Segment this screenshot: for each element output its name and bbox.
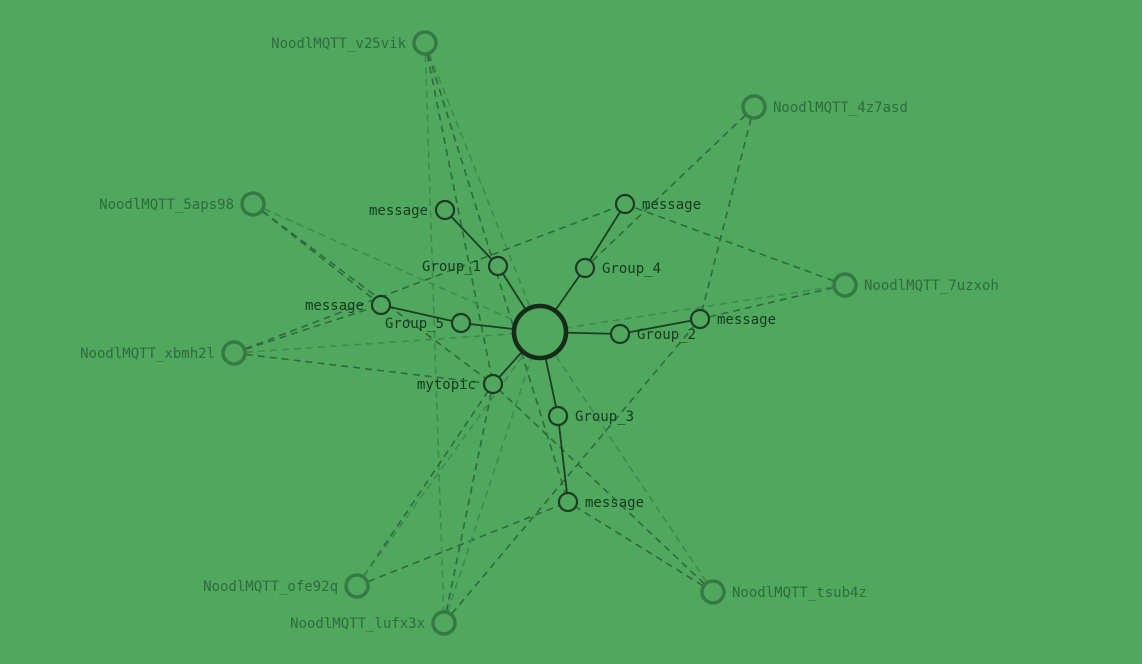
topic-t6-node[interactable] [482, 373, 504, 395]
dashed-edge-c8-root [443, 331, 541, 624]
group-g2-node[interactable] [609, 323, 631, 345]
client-c4-label: NoodlMQTT_7uzxoh [864, 278, 999, 294]
dashed-edge-c8-t3 [443, 318, 701, 624]
topic-t3-node[interactable] [689, 308, 711, 330]
client-c7-label: NoodlMQTT_tsub4z [732, 585, 867, 601]
dashed-edge-c4-root [539, 284, 846, 333]
client-c6-node[interactable] [344, 573, 370, 599]
topic-t4-node[interactable] [370, 294, 392, 316]
solid-edge-g5-t4 [380, 304, 462, 324]
client-c3-node[interactable] [240, 191, 266, 217]
client-c8-node[interactable] [431, 610, 457, 636]
dashed-edge-c6-t6 [356, 383, 494, 587]
graph-labels: Group_1Group_2Group_3Group_4Group_5messa… [80, 36, 999, 632]
dashed-edge-c5-t6 [233, 352, 494, 385]
group-g4-label: Group_4 [602, 261, 661, 277]
dashed-edge-c8-t6 [443, 383, 494, 624]
dashed-edge-c2-t3 [699, 106, 755, 320]
topic-t2-label: message [642, 197, 701, 213]
group-g3-label: Group_3 [575, 409, 634, 425]
solid-edge-g1-t1 [444, 209, 499, 267]
dashed-edge-c1-t6 [424, 42, 494, 385]
dashed-edge-c5-t4 [233, 304, 382, 354]
client-c3-label: NoodlMQTT_5aps98 [99, 197, 234, 213]
group-g5-node[interactable] [450, 312, 472, 334]
topic-t2-node[interactable] [614, 193, 636, 215]
dashed-edge-c7-root [539, 331, 714, 593]
group-g1-node[interactable] [487, 255, 509, 277]
graph-edges [233, 42, 846, 624]
client-c6-label: NoodlMQTT_ofe92q [203, 579, 338, 595]
dashed-edge-c6-root [356, 331, 541, 587]
topic-t1-label: message [369, 203, 428, 219]
group-g4-node[interactable] [574, 257, 596, 279]
client-c5-node[interactable] [221, 340, 247, 366]
dashed-edge-c5-t2 [233, 203, 626, 354]
client-c4-node[interactable] [832, 272, 858, 298]
topic-t5-label: message [585, 495, 644, 511]
solid-edge-g4-t2 [584, 203, 626, 269]
dashed-edge-c4-t2 [624, 203, 846, 286]
dashed-edge-c3-t6 [252, 203, 494, 385]
client-c8-label: NoodlMQTT_lufx3x [290, 616, 425, 632]
dashed-edge-c1-root [424, 42, 541, 333]
dashed-edge-c3-root [252, 203, 541, 333]
dashed-edge-c6-t5 [356, 501, 569, 587]
client-c5-label: NoodlMQTT_xbmh2l [80, 346, 215, 362]
client-c1-label: NoodlMQTT_v25vik [271, 36, 406, 52]
group-g3-node[interactable] [547, 405, 569, 427]
solid-edge-g3-t5 [557, 415, 569, 503]
topic-t3-label: message [717, 312, 776, 328]
dashed-edge-c5-root [233, 331, 541, 354]
root-node[interactable] [511, 303, 569, 361]
solid-edge-g2-t3 [619, 318, 701, 335]
group-g5-label: Group_5 [385, 316, 444, 332]
dashed-edge-c7-t6 [492, 383, 714, 593]
topic-t5-node[interactable] [557, 491, 579, 513]
dashed-edge-c7-t5 [567, 501, 714, 593]
topic-t1-node[interactable] [434, 199, 456, 221]
client-c7-node[interactable] [700, 579, 726, 605]
group-g2-label: Group_2 [637, 327, 696, 343]
client-c2-label: NoodlMQTT_4z7asd [773, 100, 908, 116]
graph-nodes [221, 30, 858, 636]
topic-t4-label: message [305, 298, 364, 314]
group-g1-label: Group_1 [422, 259, 481, 275]
dashed-edge-c1-c8 [424, 42, 445, 624]
client-c1-node[interactable] [412, 30, 438, 56]
dashed-edge-c2-g4 [584, 106, 755, 269]
dashed-edge-c4-t3 [699, 284, 846, 320]
client-c2-node[interactable] [741, 94, 767, 120]
topic-t6-label: mytopic [417, 377, 476, 393]
